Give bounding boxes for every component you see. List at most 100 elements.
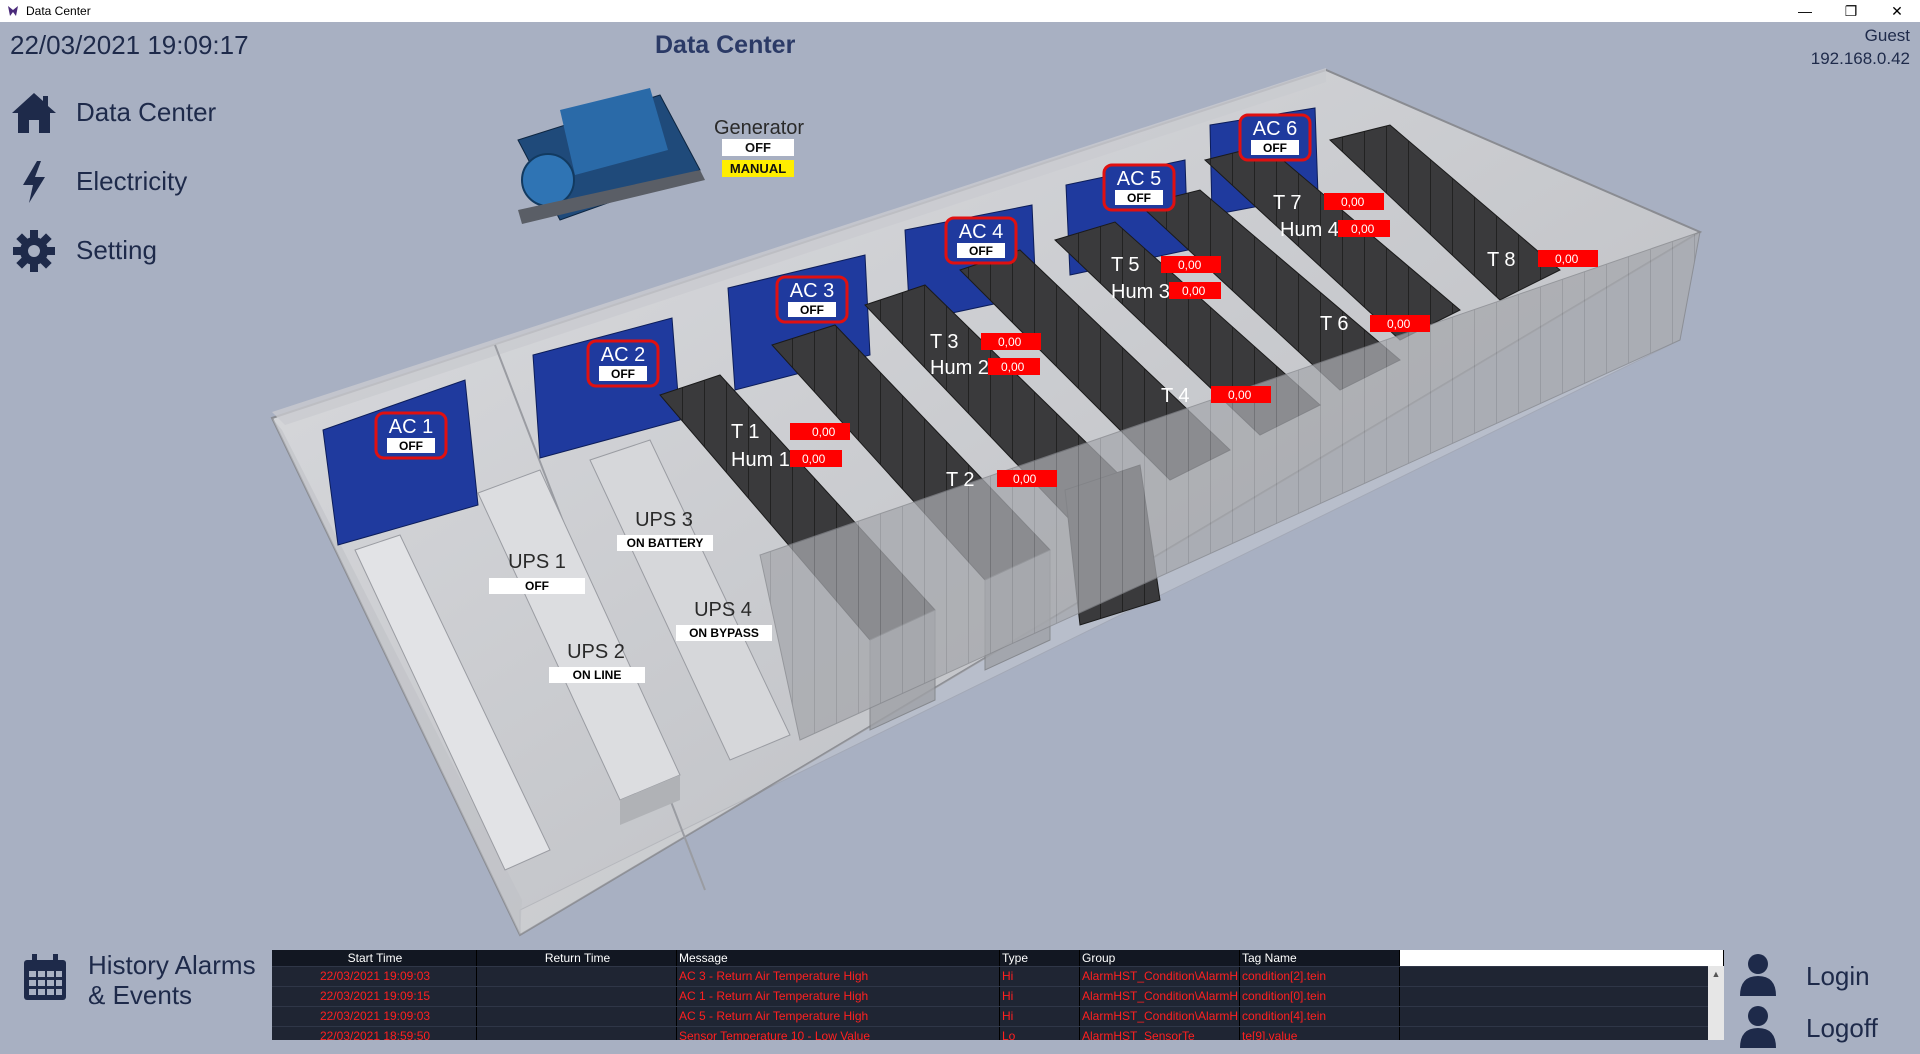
gear-icon xyxy=(8,225,60,277)
ip-address: 192.168.0.42 xyxy=(1810,49,1910,68)
ac-label: AC 3 xyxy=(790,280,834,302)
history-label-line1: History Alarms xyxy=(88,950,256,980)
cell-type: Hi xyxy=(1000,987,1080,1006)
generator-label: Generator xyxy=(714,117,804,139)
cell-group: AlarmHST_Condition\AlarmH: xyxy=(1080,967,1240,986)
alarm-table[interactable]: Start Time Return Time Message Type Grou… xyxy=(272,950,1724,1040)
ac-1[interactable]: AC 1 OFF xyxy=(374,411,448,460)
sensor-t4[interactable]: T 4 0,00 xyxy=(1161,385,1271,407)
sensor-t1[interactable]: T 1 0,00 xyxy=(731,421,850,443)
sensor-value: 0,00 xyxy=(1013,472,1037,486)
nav-item-electricity[interactable]: Electricity xyxy=(8,147,216,216)
sensor-value: 0,00 xyxy=(1341,195,1365,209)
sensor-label: T 8 xyxy=(1487,249,1516,271)
sensor-t2[interactable]: T 2 0,00 xyxy=(946,469,1057,491)
ac-label: AC 2 xyxy=(601,344,645,366)
ac-2[interactable]: AC 2 OFF xyxy=(586,339,660,388)
ac-state: OFF xyxy=(969,244,993,258)
cell-message: AC 5 - Return Air Temperature High xyxy=(677,1007,1000,1026)
sensor-label: Hum 1 xyxy=(731,449,790,471)
ac-4[interactable]: AC 4 OFF xyxy=(944,216,1018,265)
cell-start-time: 22/03/2021 19:09:03 xyxy=(272,1007,477,1026)
nav-item-setting[interactable]: Setting xyxy=(8,216,216,285)
ac-state: OFF xyxy=(1127,191,1151,205)
sensor-hum2[interactable]: Hum 2 0,00 xyxy=(930,357,1040,379)
home-icon xyxy=(8,87,60,139)
ups-state: ON BATTERY xyxy=(627,536,704,550)
sensor-value: 0,00 xyxy=(1555,252,1579,266)
ghost-racks xyxy=(759,231,1701,741)
sensor-label: T 1 xyxy=(731,421,760,443)
cell-tag-name: condition[2].tein xyxy=(1240,967,1400,986)
sensor-label: Hum 4 xyxy=(1280,219,1339,241)
history-label: History Alarms & Events xyxy=(88,950,256,1010)
sensor-label: T 5 xyxy=(1111,254,1140,276)
cell-message: Sensor Temperature 10 - Low Value xyxy=(677,1027,1000,1040)
cell-tag-name: condition[4].tein xyxy=(1240,1007,1400,1026)
sensor-t6[interactable]: T 6 0,00 xyxy=(1320,313,1430,335)
restore-button[interactable]: ❐ xyxy=(1844,2,1858,19)
ac-6[interactable]: AC 6 OFF xyxy=(1238,113,1312,162)
ac-label: AC 4 xyxy=(959,221,1003,243)
sensor-value: 0,00 xyxy=(812,425,836,439)
ups-1[interactable]: UPS 1 OFF xyxy=(489,551,585,594)
cell-tag-name: te[9].value xyxy=(1240,1027,1400,1040)
nav-item-data-center[interactable]: Data Center xyxy=(8,78,216,147)
history-label-line2: & Events xyxy=(88,980,193,1010)
col-tag-name[interactable]: Tag Name xyxy=(1240,950,1400,966)
sensor-t8[interactable]: T 8 0,00 xyxy=(1487,249,1598,271)
nav-label: Setting xyxy=(76,235,157,265)
col-filler xyxy=(1400,950,1724,966)
sensor-hum3[interactable]: Hum 3 0,00 xyxy=(1111,281,1221,303)
ups-overlay: UPS 1 OFF UPS 2 ON LINE UPS 3 ON BATTERY… xyxy=(489,509,772,683)
ups-2[interactable]: UPS 2 ON LINE xyxy=(549,641,645,683)
login-button[interactable]: Login xyxy=(1738,950,1878,1002)
logoff-label: Logoff xyxy=(1806,1012,1878,1043)
ac-3[interactable]: AC 3 OFF xyxy=(775,275,849,324)
close-button[interactable]: ✕ xyxy=(1891,2,1903,19)
alarm-table-scrollbar[interactable]: ▲ xyxy=(1708,966,1724,1040)
ups-3[interactable]: UPS 3 ON BATTERY xyxy=(617,509,713,551)
ac-label: AC 1 xyxy=(389,416,433,438)
ups-state: OFF xyxy=(525,579,549,593)
cell-type: Hi xyxy=(1000,967,1080,986)
app-icon xyxy=(8,6,18,16)
cell-message: AC 1 - Return Air Temperature High xyxy=(677,987,1000,1006)
sensor-t7[interactable]: T 7 0,00 xyxy=(1273,192,1384,214)
ac-state: OFF xyxy=(399,439,423,453)
sensor-hum4[interactable]: Hum 4 0,00 xyxy=(1280,219,1390,241)
table-row[interactable]: 22/03/2021 18:59:50 Sensor Temperature 1… xyxy=(272,1026,1724,1040)
table-row[interactable]: 22/03/2021 19:09:03 AC 5 - Return Air Te… xyxy=(272,1006,1724,1026)
sensor-hum1[interactable]: Hum 1 0,00 xyxy=(731,449,842,471)
sensor-t3[interactable]: T 3 0,00 xyxy=(930,331,1041,353)
sensor-label: T 2 xyxy=(946,469,975,491)
cell-type: Lo xyxy=(1000,1027,1080,1040)
cell-return-time xyxy=(477,967,677,986)
col-message[interactable]: Message xyxy=(677,950,1000,966)
sensor-t5[interactable]: T 5 0,00 xyxy=(1111,254,1221,276)
col-start-time[interactable]: Start Time xyxy=(272,950,477,966)
sensor-value: 0,00 xyxy=(998,335,1022,349)
cell-filler xyxy=(1400,1027,1724,1040)
logoff-button[interactable]: Logoff xyxy=(1738,1002,1878,1054)
alarm-table-header: Start Time Return Time Message Type Grou… xyxy=(272,950,1724,966)
login-label: Login xyxy=(1806,960,1870,991)
power-cabinet-row xyxy=(354,534,551,871)
table-row[interactable]: 22/03/2021 19:09:03 AC 3 - Return Air Te… xyxy=(272,966,1724,986)
scroll-up-icon[interactable]: ▲ xyxy=(1711,969,1721,979)
ac-5[interactable]: AC 5 OFF xyxy=(1102,163,1176,212)
cell-group: AlarmHST_Condition\AlarmH: xyxy=(1080,1007,1240,1026)
col-group[interactable]: Group xyxy=(1080,950,1240,966)
ups-4[interactable]: UPS 4 ON BYPASS xyxy=(676,599,772,641)
sensor-label: T 3 xyxy=(930,331,959,353)
col-type[interactable]: Type xyxy=(1000,950,1080,966)
cell-filler xyxy=(1400,967,1724,986)
calendar-icon xyxy=(22,953,68,1007)
sensor-value: 0,00 xyxy=(802,452,826,466)
col-return-time[interactable]: Return Time xyxy=(477,950,677,966)
cell-return-time xyxy=(477,1007,677,1026)
history-alarms-button[interactable]: History Alarms & Events xyxy=(22,950,256,1010)
minimize-button[interactable]: — xyxy=(1798,3,1812,19)
table-row[interactable]: 22/03/2021 19:09:15 AC 1 - Return Air Te… xyxy=(272,986,1724,1006)
main-nav: Data Center Electricity Setting xyxy=(8,78,216,285)
